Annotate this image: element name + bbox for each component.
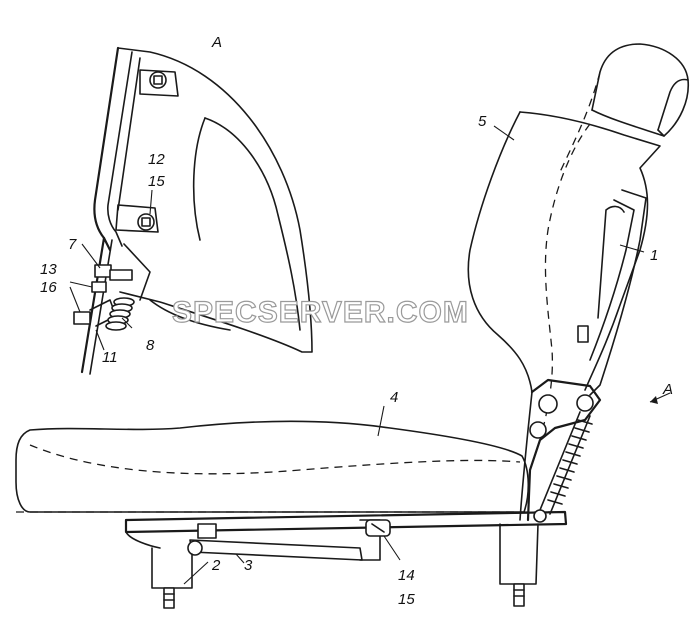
backrest-frame-hidden <box>539 123 591 441</box>
headrest-edge <box>657 78 689 131</box>
detail-inner-curve <box>192 117 206 241</box>
detail-lower-curve <box>149 299 231 331</box>
detail-upper-bolt <box>149 71 167 89</box>
label-12: 12 <box>148 151 165 168</box>
label-15-rail: 15 <box>398 591 415 608</box>
detail-mid-bracket <box>115 204 159 233</box>
rear-stud <box>513 583 525 607</box>
detail-frame-edge <box>117 57 141 211</box>
callout-14 <box>383 535 401 561</box>
backrest-outline-right <box>519 111 661 391</box>
label-16: 16 <box>40 279 57 296</box>
label-13: 13 <box>40 261 57 278</box>
seat-rail <box>124 510 568 534</box>
label-7: 7 <box>68 236 77 253</box>
label-11: 11 <box>102 349 118 366</box>
detail-frame-inner <box>107 51 133 247</box>
detail-cushion-curve <box>204 117 301 331</box>
hinge-bolt-right <box>576 394 594 412</box>
detail-mid-bolt-head <box>141 217 151 227</box>
rear-pivot <box>533 509 547 523</box>
front-pivot <box>187 540 203 556</box>
seat-main <box>15 43 690 609</box>
side-panel-inner <box>589 199 635 361</box>
detail-spring-8 <box>105 297 135 331</box>
callout-2 <box>183 561 209 585</box>
callout-8 <box>121 317 133 329</box>
callout-11 <box>95 329 105 351</box>
detail-nut-16 <box>73 311 91 325</box>
callout-7 <box>81 243 101 269</box>
watermark: SPECSERVER.COM <box>172 296 469 329</box>
hinge-bolt-upper <box>538 394 558 414</box>
label-15-detail: 15 <box>148 173 165 190</box>
labels: A A 1 2 3 4 5 7 8 11 12 15 13 16 14 15 <box>40 34 673 608</box>
seat-rail-end <box>125 531 161 549</box>
callout-13 <box>69 281 93 288</box>
detail-upper-bracket <box>139 69 179 97</box>
label-2: 2 <box>211 557 221 574</box>
callout-16 <box>69 286 81 313</box>
callout-5 <box>493 125 515 141</box>
view-label: A <box>211 34 222 51</box>
front-stud-thread <box>163 593 175 601</box>
callout-lines <box>69 125 671 585</box>
label-8: 8 <box>146 337 155 354</box>
detail-frame-outer <box>93 46 120 252</box>
label-5: 5 <box>478 113 487 130</box>
callout-12 <box>149 189 153 215</box>
callout-3 <box>235 553 245 564</box>
detail-view-a <box>73 46 313 375</box>
view-arrow-label: A <box>662 381 673 398</box>
view-arrowhead <box>650 396 658 404</box>
hinge-bolt-lower <box>529 421 547 439</box>
detail-upper-bolt-head <box>153 75 163 85</box>
detail-latch-hook <box>123 243 151 301</box>
label-3: 3 <box>244 557 253 574</box>
callout-1 <box>619 244 645 253</box>
label-1: 1 <box>650 247 658 264</box>
side-slot <box>597 205 625 319</box>
rear-bolt-detail <box>371 523 385 533</box>
side-panel-outer <box>589 189 647 396</box>
label-14: 14 <box>398 567 415 584</box>
headrest-bottom <box>591 109 665 137</box>
rear-leg <box>499 523 539 585</box>
detail-latch-rod-2 <box>89 239 113 375</box>
rear-stud-thread <box>513 589 525 597</box>
detail-mid-bolt <box>137 213 155 231</box>
detail-backrest-outline <box>117 47 313 353</box>
hinge-bracket <box>526 378 602 522</box>
recline-spring <box>539 411 593 515</box>
detail-washer-13 <box>91 281 107 293</box>
front-bracket-bolt <box>197 523 217 539</box>
headrest-outline <box>591 43 690 137</box>
backrest-outline-left <box>467 111 533 521</box>
detail-pawl <box>109 269 133 281</box>
side-clip <box>577 325 589 343</box>
front-stud <box>163 587 175 609</box>
detail-nut-7 <box>94 264 112 278</box>
callout-4 <box>377 405 385 437</box>
seat-cushion-hidden <box>29 444 521 475</box>
seat-cushion-outline <box>15 420 530 513</box>
detail-latch-rod <box>80 236 106 374</box>
label-4: 4 <box>390 389 398 406</box>
